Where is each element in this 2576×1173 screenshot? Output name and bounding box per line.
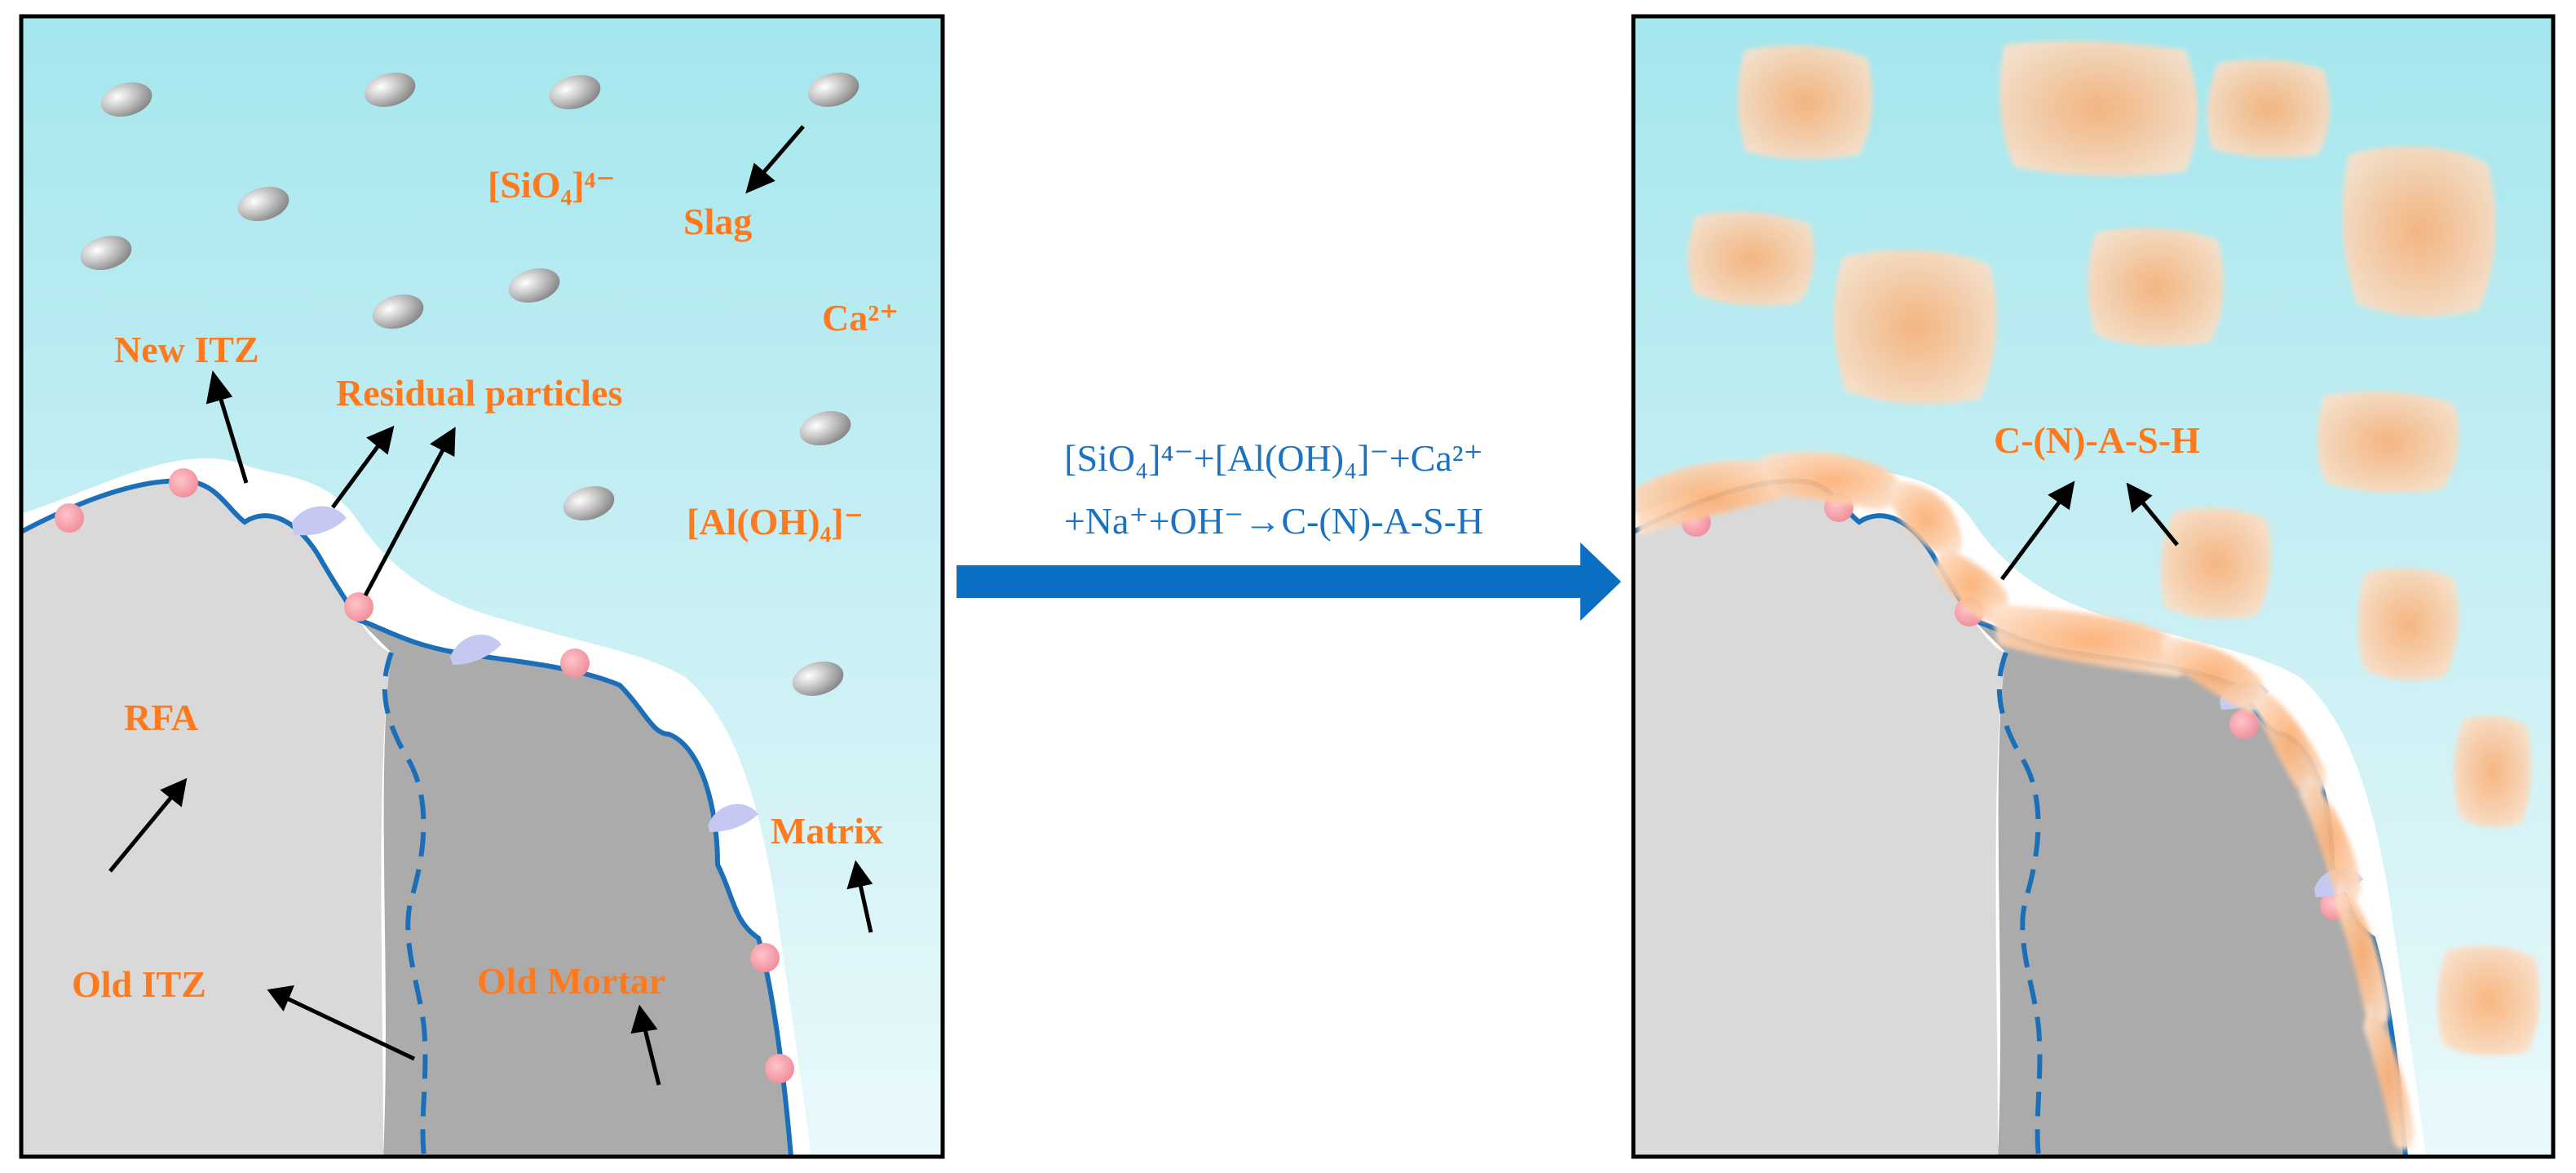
gel-cluster-icon	[2437, 945, 2540, 1056]
residual-arrow-2	[363, 445, 447, 597]
residual-particle-icon	[708, 803, 758, 832]
new-itz-arrow	[216, 391, 249, 484]
rfa-region	[21, 480, 391, 1157]
left-panel: [SiO₄]⁴⁻ Slag Ca²⁺ New ITZ Residual part…	[21, 16, 943, 1157]
left-arrows	[108, 125, 873, 1086]
gel-cluster-icon	[2454, 715, 2532, 828]
label-aloh4: [Al(OH)₄]⁻	[687, 501, 864, 542]
label-new-itz: New ITZ	[114, 329, 259, 370]
old-itz-dashed-line-right	[1996, 651, 2043, 1157]
gel-cluster-icon	[1934, 547, 2008, 622]
gel-clusters	[1687, 41, 2540, 1056]
gel-cluster-icon	[2363, 1003, 2415, 1150]
label-matrix: Matrix	[771, 810, 883, 852]
slag-particle-icon	[237, 186, 289, 222]
gel-cluster-icon	[2300, 775, 2362, 903]
slag-particle-icon	[100, 82, 152, 117]
gel-cluster-icon	[2357, 568, 2459, 681]
gel-cluster-icon	[1687, 211, 1814, 306]
gel-cluster-icon	[2207, 59, 2330, 157]
label-old-mortar: Old Mortar	[477, 960, 665, 1002]
residual-arrow-1	[330, 443, 382, 509]
residual-arrow-1-head	[366, 425, 395, 455]
reaction-equation-line1: [SiO₄]⁴⁻+[Al(OH)₄]⁻+Ca²⁺	[1064, 437, 1483, 479]
residual-arrow-2-head	[430, 427, 456, 458]
label-slag: Slag	[683, 201, 752, 242]
right-arrows	[1999, 480, 2179, 581]
residual-particles	[55, 468, 794, 1083]
slag-particle-icon	[80, 235, 132, 271]
gel-cluster-icon	[2161, 636, 2267, 712]
reaction-equation-line2: +Na⁺+OH⁻→C-(N)-A-S-H	[1064, 500, 1483, 542]
slag-particle-icon	[807, 72, 859, 108]
interface-line	[21, 478, 793, 1157]
residual-particle-icon	[450, 635, 502, 665]
label-old-itz: Old ITZ	[72, 963, 206, 1005]
residual-particle-icon	[2229, 710, 2259, 739]
residual-particle-icon	[750, 943, 780, 972]
residual-particle-icon	[169, 468, 198, 498]
label-rfa: RFA	[124, 697, 198, 738]
gel-cluster-icon	[2334, 881, 2390, 1025]
slag-particle-icon	[364, 72, 416, 108]
reaction-group: [SiO₄]⁴⁻+[Al(OH)₄]⁻+Ca²⁺ +Na⁺+OH⁻→C-(N)-…	[957, 437, 1621, 621]
label-casah: C-(N)-A-S-H	[1994, 419, 2200, 461]
gel-cluster-icon	[1633, 459, 1792, 537]
rfa-arrow-head	[160, 777, 188, 808]
rfa-region-right	[1633, 480, 2006, 1157]
residual-particle-icon	[55, 503, 84, 533]
residual-particle-icon	[765, 1054, 794, 1083]
old-mortar-region	[359, 620, 791, 1157]
slag-particle-icon	[563, 485, 615, 521]
gel-cluster-icon	[2160, 507, 2272, 619]
slag-particles	[80, 72, 859, 697]
residual-particle-icon	[560, 648, 590, 678]
slag-particle-icon	[549, 74, 601, 110]
old-itz-arrow	[285, 996, 416, 1061]
matrix-arrow	[857, 880, 873, 933]
residual-particle-icon	[292, 506, 347, 536]
casah-arrow-1	[1999, 498, 2064, 581]
casah-arrow-1-head	[2048, 480, 2075, 511]
label-ca: Ca²⁺	[822, 297, 899, 339]
slag-arrow	[761, 125, 805, 175]
reaction-arrow-icon	[957, 542, 1621, 621]
casah-arrow-2	[2139, 498, 2179, 547]
casah-arrow-2-head	[2126, 482, 2153, 513]
old-mortar-arrow-head	[630, 1004, 658, 1034]
slag-particle-icon	[792, 661, 844, 697]
gel-coating	[1633, 451, 2415, 1150]
residual-particle-icon	[344, 592, 373, 622]
slag-particle-icon	[372, 294, 424, 330]
old-itz-dashed-line	[382, 651, 428, 1157]
left-panel-frame	[19, 14, 945, 1159]
gel-cluster-icon	[2342, 146, 2496, 316]
gel-cluster-icon	[2088, 228, 2224, 347]
label-sio4: [SiO₄]⁴⁻	[488, 164, 616, 206]
new-itz-arrow-head	[205, 370, 233, 405]
right-panel: C-(N)-A-S-H	[1633, 16, 2553, 1157]
rfa-arrow	[108, 794, 175, 873]
slag-arrow-head	[745, 162, 775, 194]
old-itz-arrow-head	[267, 985, 295, 1011]
slag-particle-icon	[508, 268, 560, 303]
slag-particle-icon	[799, 410, 851, 446]
gel-cluster-icon	[2255, 685, 2326, 796]
gel-cluster-icon	[1999, 41, 2198, 176]
gel-cluster-icon	[2317, 391, 2459, 494]
gel-cluster-icon	[1833, 250, 1997, 405]
label-residual-particles: Residual particles	[336, 372, 622, 414]
gel-cluster-icon	[1761, 451, 1901, 510]
right-panel-frame	[1631, 14, 2556, 1159]
matrix-arrow-head	[846, 860, 873, 890]
old-mortar-arrow	[642, 1025, 661, 1086]
gel-cluster-icon	[1990, 604, 2191, 677]
gel-cluster-icon	[1738, 45, 1872, 159]
gel-cluster-icon	[1890, 481, 1963, 557]
